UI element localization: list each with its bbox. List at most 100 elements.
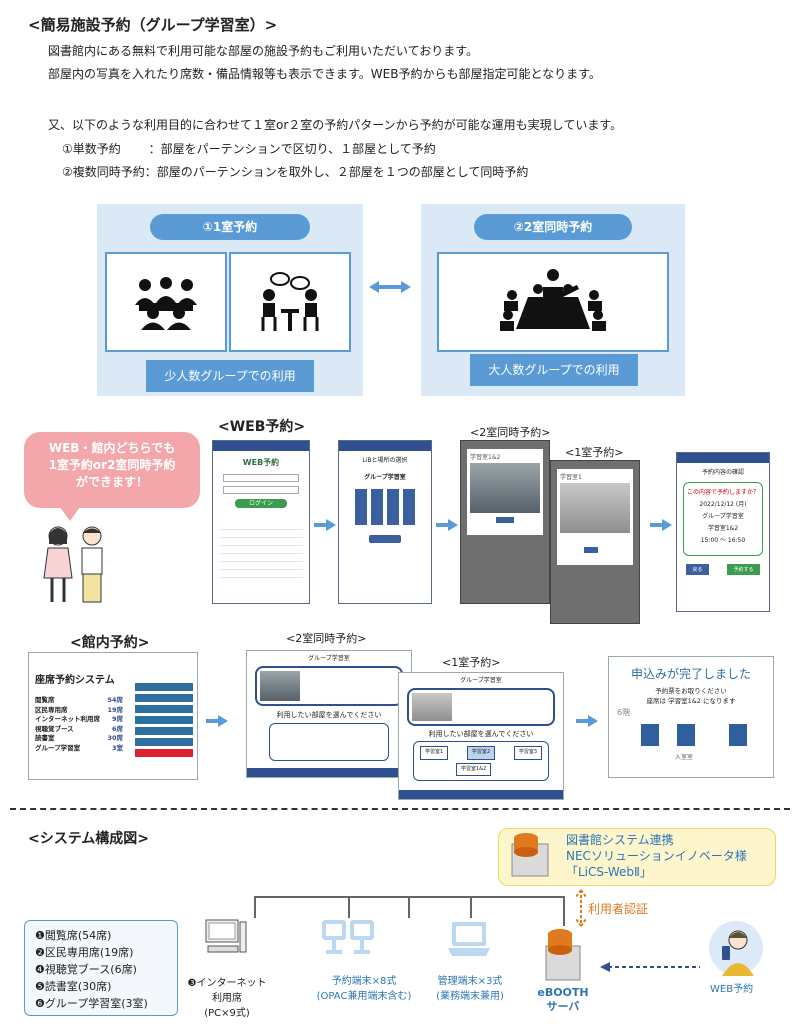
confirm-date: 2022/12/12 (月) <box>699 501 747 508</box>
done-subtitle: 予約票をお取りください <box>655 687 727 695</box>
kiosk-seat-name: 視聴覚ブース <box>35 724 74 733</box>
double-room-pill: ②2室同時予約 <box>474 214 632 240</box>
confirm-back-button[interactable]: 戻る <box>686 564 709 575</box>
discussion-icon <box>261 272 319 331</box>
kiosk-done-screen: 申込みが完了しました 予約票をお取りください 座席は 学習室1&2 になります … <box>608 656 774 778</box>
kiosk-2room-label: <2室同時予約> <box>286 632 367 645</box>
double-arrow-icon <box>367 279 413 293</box>
room-button-1[interactable]: 学習室1 <box>420 746 449 760</box>
bullet-multi: ②複数同時予約：部屋のパーテンションを取外し、２部屋を１つの部屋として同時予約 <box>62 165 529 179</box>
kiosk-1room-label: <1室予約> <box>442 656 501 669</box>
web-heading: <WEB予約> <box>218 419 306 435</box>
pc-icon <box>204 918 248 962</box>
page-title: <簡易施設予約（グループ学習室）> <box>28 16 278 34</box>
confirm-room: グループ学習室 <box>702 513 744 520</box>
kiosk-seat-count: 19席 <box>107 705 123 714</box>
ebooth-label: eBOOTH サーバ <box>536 986 590 1014</box>
legend-item: ❶閲覧席(54席) <box>35 929 112 942</box>
room-button-2[interactable]: 学習室2 <box>466 746 496 760</box>
confirm-time: 15:00 ～ 16:50 <box>700 537 746 544</box>
kiosk-1room-choose: 利用したい部屋を選んでください <box>428 730 534 738</box>
legend-item: ❺読書室(30席) <box>35 980 112 993</box>
web-1room-photo-screen: 学習室1 <box>550 460 640 624</box>
room-button-3[interactable]: 学習室3 <box>513 746 542 760</box>
kiosk-seat-count: 54席 <box>107 696 123 704</box>
confirm-title: 予約内容の確認 <box>701 469 744 476</box>
kiosk-2room-screen: グループ学習室 利用したい部屋を選んでください <box>246 650 412 778</box>
web-login-button[interactable]: ログイン <box>235 499 287 508</box>
pc-label-1: ❸インターネット <box>187 978 267 989</box>
room-select-title: LiBと場所の選択 <box>362 457 408 464</box>
room-select-sub: グループ学習室 <box>364 474 406 481</box>
arrow-icon <box>650 516 672 535</box>
single-room-pill: ①1室予約 <box>150 214 310 240</box>
confirm-room-detail: 学習室1&2 <box>707 525 739 532</box>
done-title: 申込みが完了しました <box>630 667 751 681</box>
library-line-2: NECソリューションイノベータ様 <box>566 849 747 863</box>
pc-label-3: (PC×9式) <box>204 1008 250 1019</box>
small-group-icon-box <box>105 252 227 352</box>
system-heading: <システム構成図> <box>28 831 150 847</box>
management-terminal-label: 管理端末×3式 (業務端末兼用) <box>420 972 520 1002</box>
intro-line-3: 又、以下のような利用目的に合わせて１室or２室の予約パターンから予約が可能な運用… <box>48 118 623 132</box>
arrow-icon <box>436 516 458 535</box>
kiosk-seat-name: グループ学習室 <box>35 743 81 752</box>
web-1room-label: <1室予約> <box>565 446 624 459</box>
pc-label: ❸インターネット 利用席 (PC×9式) <box>186 974 268 1019</box>
res-label-2: (OPAC兼用端末含む) <box>316 991 412 1002</box>
kiosk-seat-count: 6席 <box>111 724 123 733</box>
discussion-icon-box <box>229 252 351 352</box>
kiosk-seat-row: 区民専用席 19席 <box>35 706 123 716</box>
kiosk-seat-count: 3室 <box>111 743 123 752</box>
done-entry: 入室室 <box>675 754 694 761</box>
kiosk-seat-row: 視聴覚ブース 6席 <box>35 725 123 735</box>
done-line: 座席は 学習室1&2 になります <box>646 697 736 705</box>
reservation-terminal-icon <box>320 918 376 968</box>
photo-label-1room: 学習室1 <box>560 474 582 481</box>
kiosk-1room-screen: グループ学習室 利用したい部屋を選んでください 学習室1 学習室2 学習室3 学… <box>398 672 564 800</box>
ebooth-server-icon <box>540 926 584 986</box>
done-floor: 6階 <box>617 708 631 717</box>
photo-label-2room: 学習室1&2 <box>470 454 501 461</box>
management-terminal-icon <box>446 920 492 964</box>
small-group-icon <box>135 276 197 330</box>
web-room-select-screen: LiBと場所の選択 グループ学習室 <box>338 440 432 604</box>
auth-arrow-icon <box>574 888 588 932</box>
pc-label-2: 利用席 <box>212 993 242 1004</box>
kiosk-heading: <館内予約> <box>70 635 150 651</box>
arrow-icon <box>576 712 598 731</box>
large-group-icon-box <box>437 252 669 352</box>
large-group-caption: 大人数グループでの利用 <box>470 354 638 386</box>
arrow-icon <box>206 712 228 731</box>
mgmt-label-2: (業務端末兼用) <box>436 991 504 1002</box>
reservation-terminal-label: 予約端末×8式 (OPAC兼用端末含む) <box>312 972 416 1002</box>
room-pair-button[interactable]: 学習室1&2 <box>456 762 492 776</box>
info-bubble: WEB・館内どちらでも 1室予約or2室同時予約 ができます！ <box>24 432 200 508</box>
ebooth-label-2: サーバ <box>546 1000 580 1013</box>
kiosk-seat-count: 9席 <box>111 715 123 723</box>
people-illustration <box>36 522 116 606</box>
arrow-icon <box>314 516 336 535</box>
kiosk-system-title: 座席予約システム <box>35 675 115 686</box>
web-confirm-screen: 予約内容の確認 この内容で予約しますか？ 2022/12/12 (月) グループ… <box>676 452 770 612</box>
res-label-1: 予約端末×8式 <box>331 976 397 987</box>
web-2room-photo-screen: 学習室1&2 <box>460 440 550 604</box>
confirm-ok-button[interactable]: 予約する <box>727 564 760 575</box>
web-logo-title: WEB予約 <box>242 458 280 467</box>
kiosk-seat-row: インターネット利用席 9席 <box>35 715 123 725</box>
web-login-screen: WEB予約 ログイン <box>212 440 310 604</box>
legend-item: ❷区民専用席(19席) <box>35 946 134 959</box>
bubble-tail <box>60 507 80 521</box>
kiosk-2room-title: グループ学習室 <box>308 655 350 662</box>
kiosk-seat-name: 区民専用席 <box>35 705 68 714</box>
legend-item: ❻グループ学習室(3室) <box>35 997 148 1010</box>
library-line-3: 「LiCS-WebⅡ」 <box>566 865 652 879</box>
kiosk-seat-row: グループ学習室 3室 <box>35 744 123 754</box>
confirm-question: この内容で予約しますか？ <box>686 489 759 496</box>
kiosk-seat-name: インターネット利用席 <box>35 715 100 723</box>
kiosk-seat-name: 読書室 <box>35 734 55 742</box>
